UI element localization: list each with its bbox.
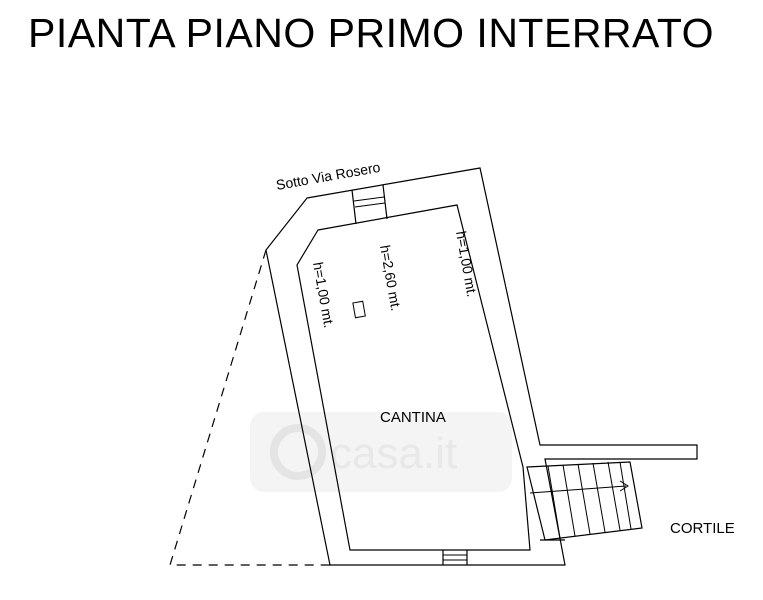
watermark: casa.it bbox=[250, 412, 512, 492]
fixture bbox=[352, 300, 366, 319]
outer-wall bbox=[265, 167, 698, 566]
inner-wall bbox=[296, 204, 531, 551]
height-label-left: h=1,00 mt. bbox=[310, 261, 337, 329]
dashed-boundary bbox=[169, 249, 330, 566]
watermark-text: casa.it bbox=[330, 429, 457, 478]
height-label-center: h=2,60 mt. bbox=[377, 244, 404, 312]
watermark-logo-icon bbox=[270, 424, 326, 480]
room-label: CANTINA bbox=[380, 409, 446, 426]
courtyard-label: CORTILE bbox=[670, 520, 735, 537]
top-door bbox=[351, 184, 388, 225]
height-label-right: h=1,00 mt. bbox=[453, 230, 480, 298]
plan-title: PIANTA PIANO PRIMO INTERRATO bbox=[28, 10, 715, 56]
staircase bbox=[526, 461, 643, 541]
bottom-opening bbox=[442, 550, 468, 565]
